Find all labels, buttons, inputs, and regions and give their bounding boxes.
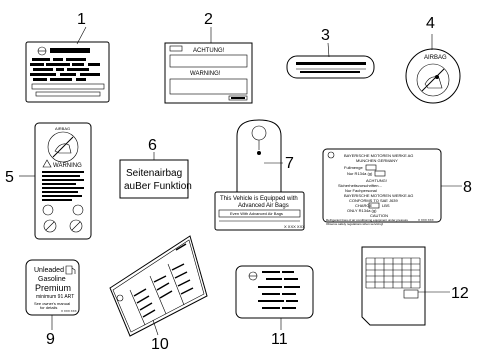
label8-code: X XXX XXX: [418, 218, 434, 222]
label7-line2: Advanced Air Bags: [238, 203, 289, 209]
label8-fill: Fullmenge: [344, 165, 363, 170]
label5-airbag: AIRBAG: [55, 126, 70, 131]
label9-line3: Premium: [35, 283, 71, 293]
label-5: AIRBAG WARNING: [34, 122, 92, 240]
label8-caution1: Refrigerant lines of air conditioning eq…: [326, 218, 408, 222]
callout-4: 4: [426, 15, 435, 32]
label-12: [361, 246, 426, 326]
callout-2: 2: [204, 11, 213, 28]
label9-line1: Unleaded: [34, 267, 64, 274]
label-9: Unleaded Gasoline Premium minimum 91 ART…: [25, 259, 80, 316]
callout-1: 1: [77, 11, 86, 28]
label2-achtung: ACHTUNG!: [193, 48, 225, 54]
label7-line1: This Vehicle is Equipped with: [220, 196, 298, 202]
callout-6: 6: [148, 137, 157, 154]
label-8: BAYERISCHE MOTOREN WERKE AG MUNCHEN GERM…: [322, 148, 442, 226]
label-2: ACHTUNG! WARNING!: [164, 42, 253, 104]
label-7: This Vehicle is Equipped with Advanced A…: [214, 119, 305, 231]
label8-charge: CHARGE: [355, 203, 372, 208]
callout-11: 11: [271, 331, 288, 348]
callout-10: 10: [151, 336, 169, 353]
label4-airbag: AIRBAG: [424, 55, 447, 61]
label8-header2: MUNCHEN GERMANY: [356, 158, 398, 163]
callout-7: 7: [285, 155, 294, 172]
label8-caution: CAUTION: [370, 213, 388, 218]
callout-9: 9: [46, 331, 55, 348]
label-3: [286, 55, 375, 79]
label9-line6: for details: [40, 305, 57, 310]
callout-5: 5: [5, 169, 14, 186]
label6-line2: auBer Funktion: [124, 181, 192, 192]
label-4: AIRBAG: [405, 48, 461, 104]
label8-header1: BAYERISCHE MOTOREN WERKE AG: [344, 153, 413, 158]
label-11: [235, 265, 314, 319]
label9-line5: See owner's manual: [34, 301, 70, 306]
callout-8: 8: [463, 179, 472, 196]
label6-line1: Seitenairbag: [126, 168, 182, 179]
callout-12: 12: [451, 285, 469, 302]
label8-conforms: CONFORMS TO SAE J639: [349, 198, 399, 203]
label5-warning: WARNING: [53, 163, 82, 169]
label7-code: X XXX XXX: [284, 224, 305, 229]
label9-code: X XXX XXX: [61, 309, 77, 313]
label-1: [25, 41, 110, 103]
label7-line3: Even With Advanced Air Bags: [230, 211, 283, 216]
label8-lbs: LBS: [382, 203, 390, 208]
label9-line4: minimum 91 ART: [36, 294, 74, 300]
label8-notice2: Nur Fachpersonal: [345, 188, 377, 193]
label8-caution2: Observe safety regulations when servicin…: [326, 222, 383, 226]
label8-fill2: Nur R134a (g): [347, 171, 373, 176]
label9-line2: Gasoline: [38, 276, 66, 283]
label8-achtung: ACHTUNG!: [366, 178, 387, 183]
label2-warning: WARNING!: [190, 71, 221, 77]
callout-3: 3: [321, 27, 330, 44]
label-6: Seitenairbag auBer Funktion: [119, 159, 192, 199]
label8-bmw: BAYERISCHE MOTOREN WERKE AG: [344, 193, 413, 198]
label-10: [109, 235, 208, 337]
label8-notice1: Sicherheitsvorschriften...: [338, 183, 382, 188]
label8-only: ONLY R134a (g): [347, 208, 377, 213]
